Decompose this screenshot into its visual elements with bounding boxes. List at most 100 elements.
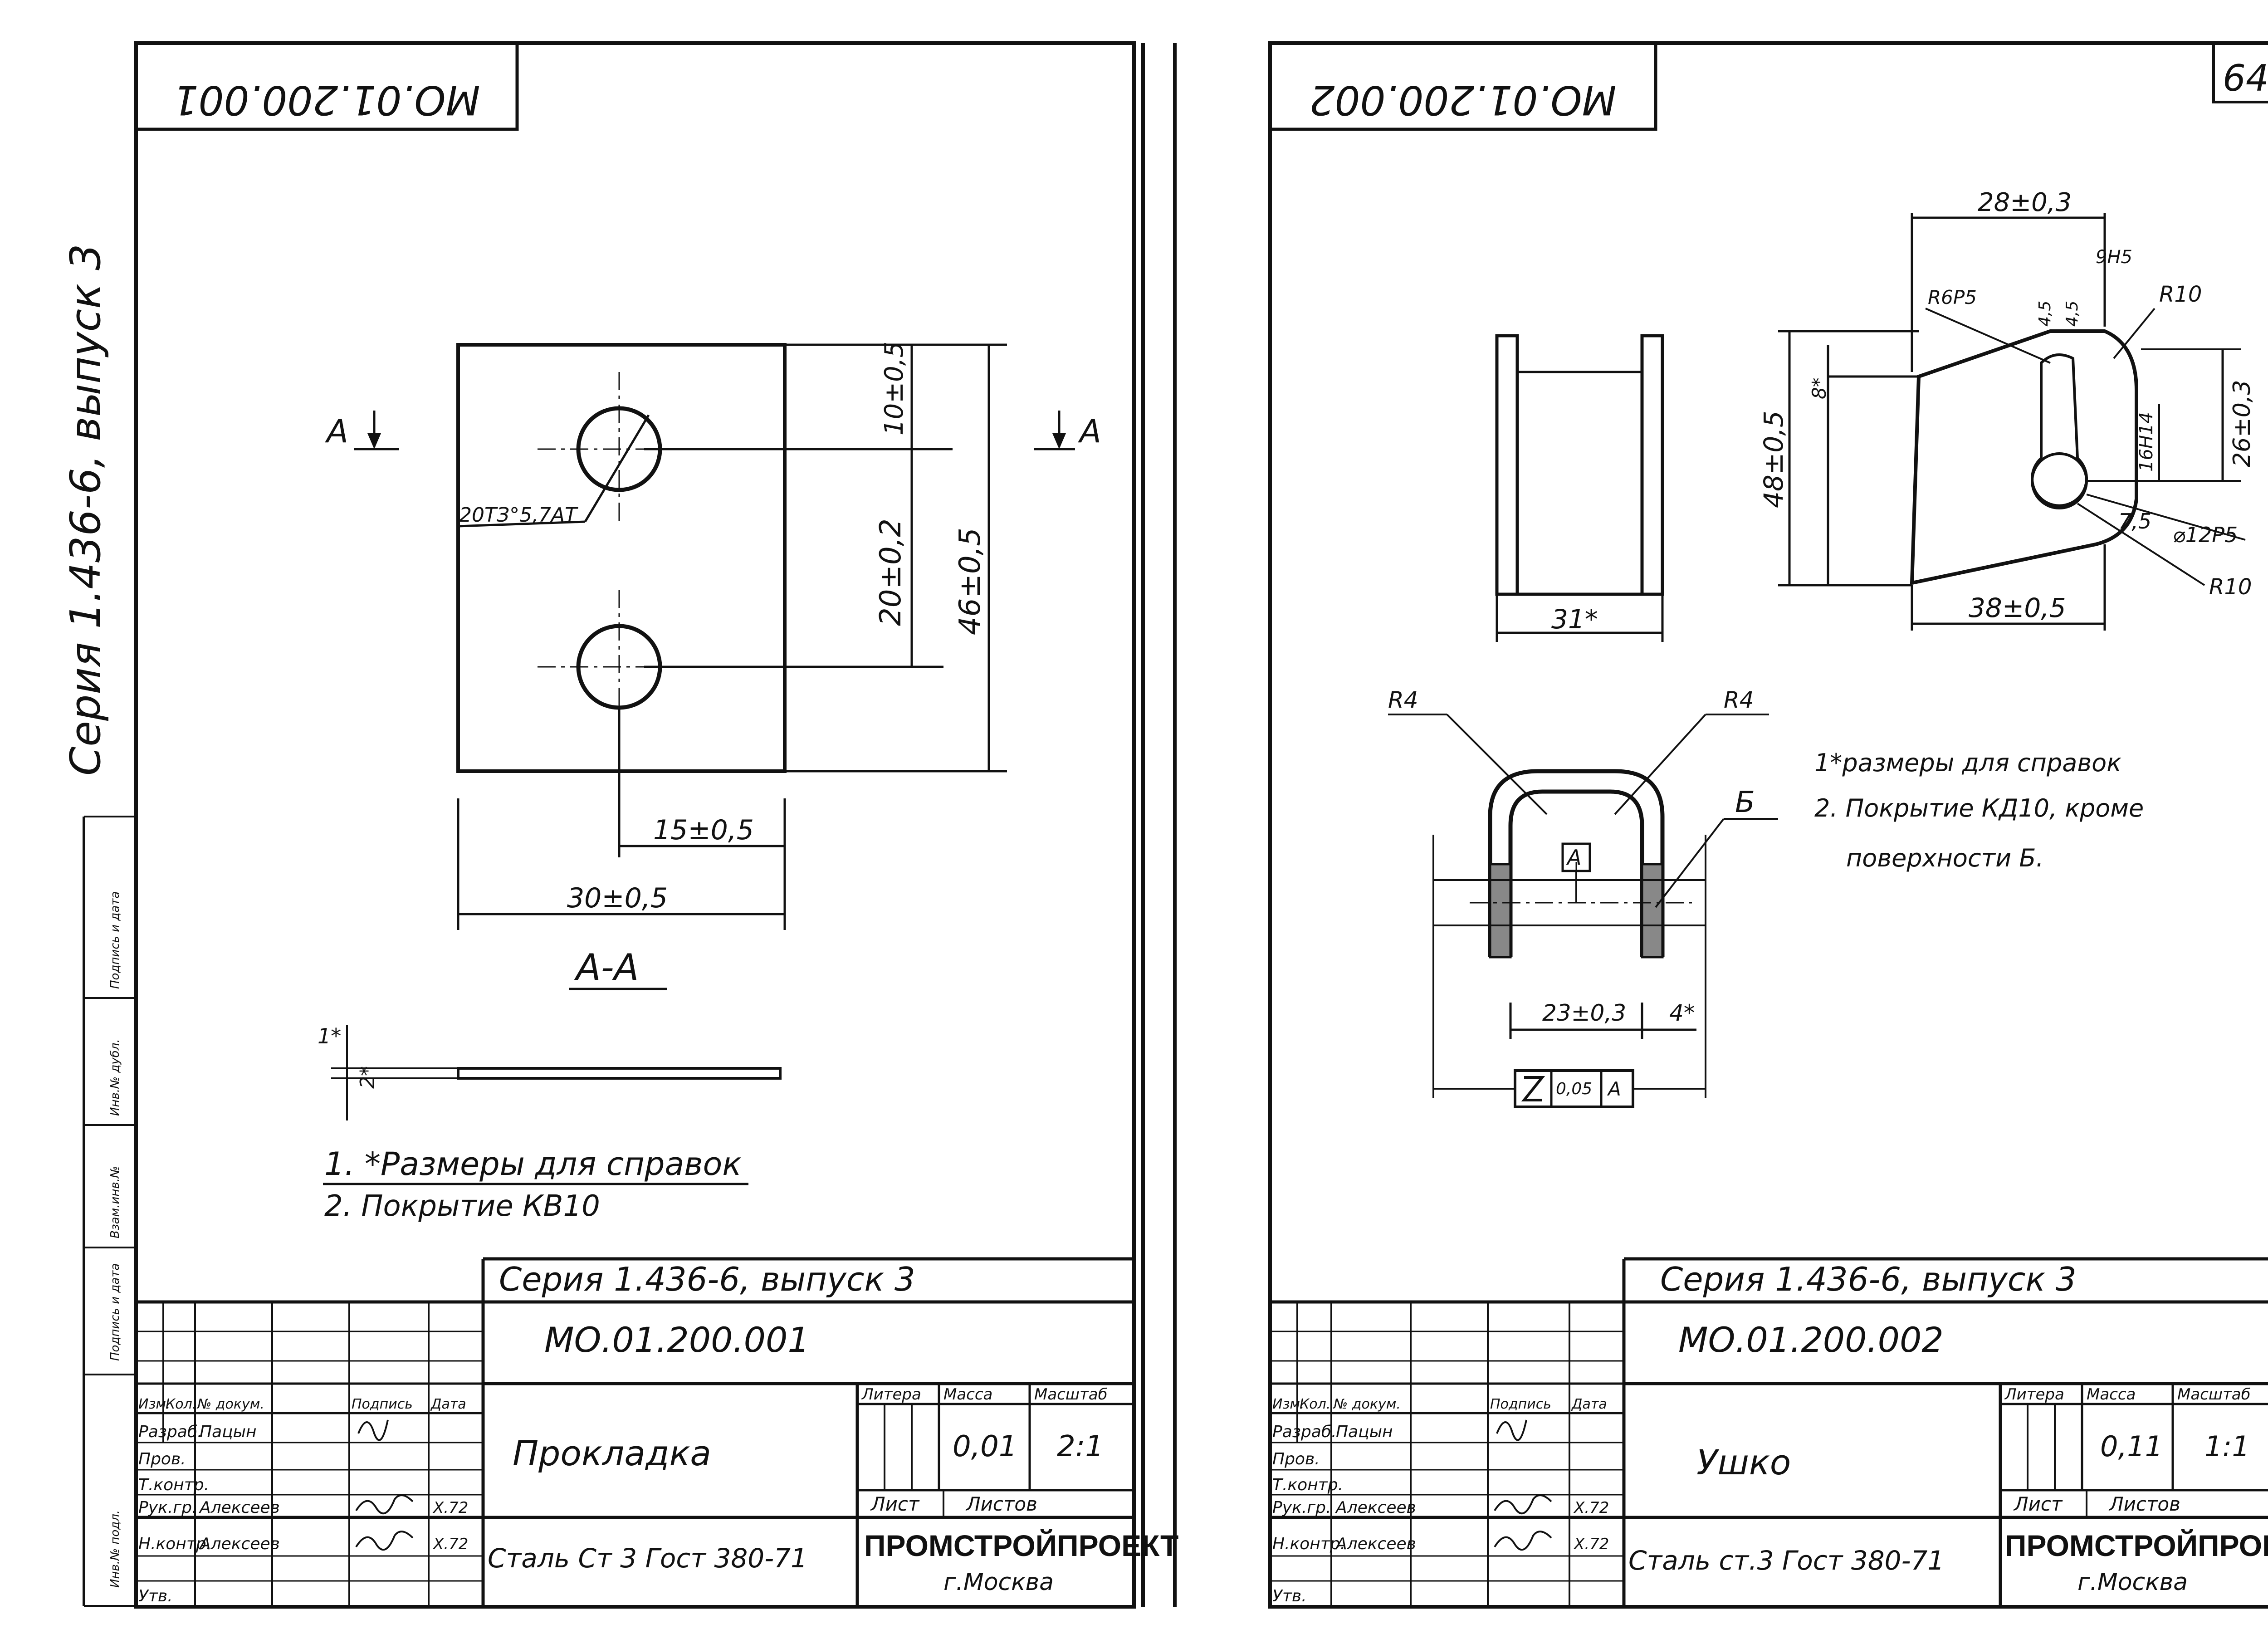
left-tb-org: ПРОМСТРОЙПРОЕКТ bbox=[864, 1528, 1178, 1562]
plate-view: 20ТЗ°5,7АТ 10±0,5 20±0,2 46±0,5 А А 15±0… bbox=[325, 342, 1101, 930]
stamp-4: Инв.№ дубл. bbox=[108, 1039, 122, 1116]
right-date-4: X.72 bbox=[1573, 1499, 1609, 1517]
dim-width: 30±0,5 bbox=[567, 882, 668, 914]
left-corner-code: МО.01.200.001 bbox=[173, 77, 480, 123]
side-strip: Серия 1.436-6, выпуск 3 Инв.№ подл. Подп… bbox=[61, 244, 136, 1607]
left-col-izm: Изм. bbox=[138, 1396, 171, 1412]
dim-r-top: R10 bbox=[2159, 282, 2202, 307]
right-role-5: Н.контр. bbox=[1272, 1535, 1345, 1553]
left-role-1: Разраб. bbox=[138, 1423, 202, 1441]
left-name-4: Алексеев bbox=[199, 1498, 280, 1517]
right-role-2: Пров. bbox=[1272, 1450, 1320, 1468]
section-label-left: А bbox=[325, 413, 348, 450]
left-tb-series: Серия 1.436-6, выпуск 3 bbox=[499, 1260, 915, 1298]
lug-front-view: 28±0,3 R6Р5 4,5 4,5 9Н5 R10 8* 48±0,5 26… bbox=[1758, 188, 2256, 631]
left-role-5: Н.контр. bbox=[138, 1535, 211, 1553]
dim-side-width: 31* bbox=[1551, 604, 1598, 635]
stamp-3: Взам.инв.№ bbox=[108, 1166, 122, 1238]
left-tb-name: Прокладка bbox=[513, 1433, 711, 1473]
right-tb-sheets-label: Листов bbox=[2108, 1493, 2180, 1515]
section-label-right: А bbox=[1078, 413, 1101, 450]
right-tb-scale: 1:1 bbox=[2204, 1430, 2250, 1463]
surface-label: Б bbox=[1735, 786, 1755, 819]
dim-r-bottom: R10 bbox=[2209, 574, 2252, 600]
right-col-doc: № докум. bbox=[1333, 1396, 1401, 1412]
left-title-block: Серия 1.436-6, выпуск 3 МО.01.200.001 Пр… bbox=[136, 1257, 1178, 1607]
dim-hole-spacing: 20±0,2 bbox=[874, 519, 908, 626]
section-view: А-А 2* 1* bbox=[318, 946, 782, 1120]
stamp-1: Инв.№ подл. bbox=[108, 1510, 122, 1588]
left-tb-material: Сталь Ст 3 Гост 380-71 bbox=[488, 1543, 807, 1574]
left-sheet: МО.01.200.001 20ТЗ°5,7АТ 10±0,5 20±0,2 bbox=[134, 41, 1178, 1609]
dim-r-slot: R6Р5 bbox=[1928, 286, 1977, 308]
dim-slot-inner: 16Н14 bbox=[2136, 412, 2157, 472]
right-tb-mass-label: Масса bbox=[2087, 1385, 2136, 1404]
right-name-1: Пацын bbox=[1336, 1423, 1393, 1441]
right-tb-city: г.Москва bbox=[2077, 1569, 2188, 1596]
left-note-1: 1. *Размеры для справок bbox=[324, 1145, 742, 1183]
left-role-3: Т.контр. bbox=[138, 1476, 209, 1494]
left-tb-scale: 2:1 bbox=[1057, 1430, 1104, 1463]
right-note-3: поверхности Б. bbox=[1846, 844, 2044, 872]
dim-top-width: 28±0,3 bbox=[1978, 188, 2072, 217]
left-col-date: Дата bbox=[430, 1396, 466, 1412]
left-name-1: Пацын bbox=[200, 1423, 257, 1441]
right-col-sign: Подпись bbox=[1490, 1396, 1551, 1412]
tol-value: 0,05 bbox=[1556, 1080, 1592, 1098]
left-role-4: Рук.гр. bbox=[138, 1498, 197, 1517]
right-notes: 1*размеры для справок 2. Покрытие КД10, … bbox=[1814, 749, 2144, 872]
dim-base-width: 38±0,5 bbox=[1969, 592, 2066, 623]
left-date-4: X.72 bbox=[432, 1499, 468, 1517]
left-tb-litera-label: Литера bbox=[861, 1385, 921, 1404]
section-title: А-А bbox=[574, 946, 639, 988]
right-sheet: МО.01.200.002 64 31* 28±0,3 R6Р5 bbox=[1173, 41, 2268, 1609]
left-notes: 1. *Размеры для справок 2. Покрытие КВ10 bbox=[323, 1145, 748, 1223]
right-note-1: 1*размеры для справок bbox=[1814, 749, 2121, 777]
right-tb-code: МО.01.200.002 bbox=[1678, 1320, 1944, 1360]
right-tb-sheet-label: Лист bbox=[2013, 1493, 2063, 1515]
right-tb-mass: 0,11 bbox=[2100, 1430, 2163, 1463]
right-tb-scale-label: Масштаб bbox=[2177, 1385, 2251, 1404]
dim-height: 46±0,5 bbox=[953, 528, 987, 635]
tol-datum: А bbox=[1607, 1078, 1621, 1100]
lug-section-view: R4 R4 Б А 23±0,3 4* 0,05 А bbox=[1388, 687, 1778, 1108]
right-title-block: Серия 1.436-6, выпуск 3 МО.01.200.002 Уш… bbox=[1270, 1257, 2268, 1607]
side-series-text: Серия 1.436-6, выпуск 3 bbox=[61, 244, 110, 776]
stamp-5: Подпись и дата bbox=[108, 891, 122, 989]
dim-bend-r-right: R4 bbox=[1724, 687, 1754, 713]
dim-hole-top: 10±0,5 bbox=[880, 342, 909, 435]
left-tb-mass-label: Масса bbox=[943, 1385, 992, 1404]
left-tb-code: МО.01.200.001 bbox=[544, 1320, 810, 1360]
dim-slot-len: 26±0,3 bbox=[2229, 380, 2256, 467]
dim-note-mark: 1* bbox=[318, 1024, 341, 1048]
left-role-6: Утв. bbox=[138, 1587, 173, 1605]
right-col-izm: Изм. bbox=[1272, 1396, 1305, 1412]
right-role-4: Рук.гр. bbox=[1272, 1498, 1331, 1517]
right-tb-litera-label: Литера bbox=[2004, 1385, 2064, 1404]
right-col-date: Дата bbox=[1571, 1396, 1607, 1412]
right-tb-name: Ушко bbox=[1696, 1442, 1791, 1482]
left-role-2: Пров. bbox=[138, 1450, 186, 1468]
page-number: 64 bbox=[2223, 57, 2268, 99]
right-tb-material: Сталь ст.3 Гост 380-71 bbox=[1628, 1545, 1944, 1576]
lug-side-view: 31* bbox=[1495, 334, 1664, 642]
right-role-6: Утв. bbox=[1272, 1587, 1307, 1605]
right-role-1: Разраб. bbox=[1272, 1423, 1336, 1441]
left-date-5: X.72 bbox=[432, 1535, 468, 1553]
left-col-kol: Кол. bbox=[166, 1396, 196, 1412]
left-tb-sheets-label: Листов bbox=[965, 1493, 1037, 1515]
left-tb-scale-label: Масштаб bbox=[1034, 1385, 1108, 1404]
dim-lug-height: 48±0,5 bbox=[1758, 411, 1789, 508]
dim-slot-w: 9Н5 bbox=[2096, 247, 2132, 268]
right-role-3: Т.контр. bbox=[1272, 1476, 1343, 1494]
datum-label: А bbox=[1566, 845, 1581, 870]
dim-hole-dia: 20ТЗ°5,7АТ bbox=[459, 504, 578, 527]
dim-thickness: 4* bbox=[1669, 1000, 1695, 1026]
dim-hole: ⌀12Р5 bbox=[2173, 523, 2238, 547]
left-tb-sheet-label: Лист bbox=[870, 1493, 920, 1515]
left-tb-city: г.Москва bbox=[943, 1569, 1054, 1596]
right-name-5: Алексеев bbox=[1335, 1535, 1416, 1553]
dim-chamfer: 8* bbox=[1808, 377, 1830, 399]
dim-slot-a: 4,5 bbox=[2036, 301, 2054, 327]
